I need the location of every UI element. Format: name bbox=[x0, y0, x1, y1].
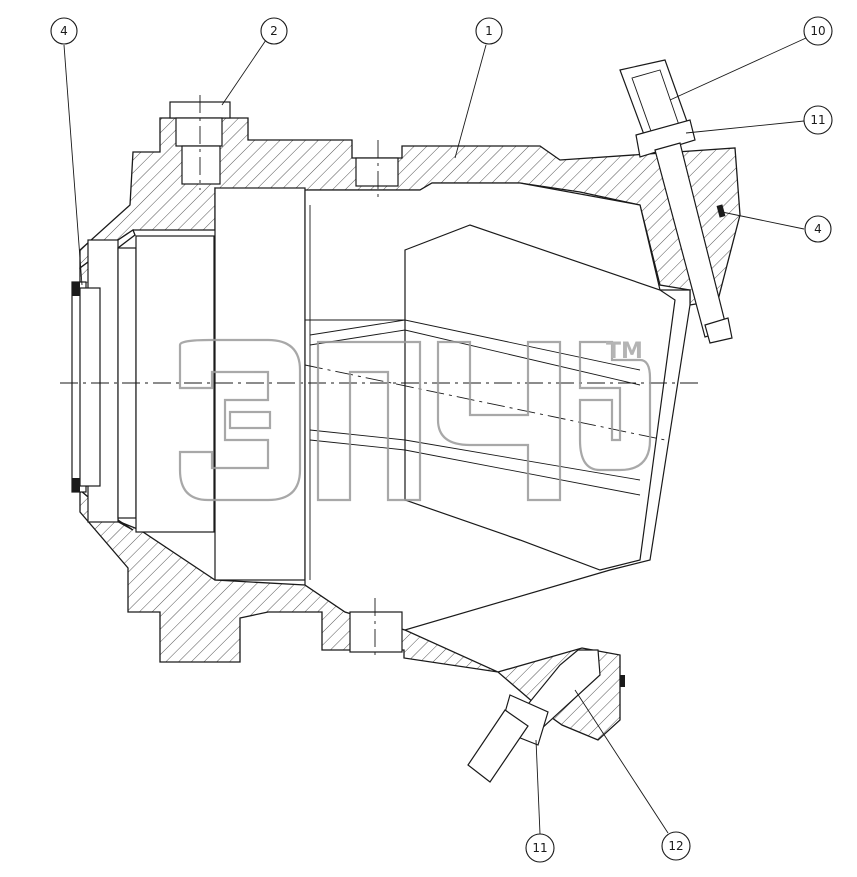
svg-text:4: 4 bbox=[814, 222, 822, 236]
callout-2: 2 bbox=[260, 17, 288, 45]
svg-text:10: 10 bbox=[810, 24, 825, 38]
callout-12: 12 bbox=[661, 831, 691, 861]
svg-text:11: 11 bbox=[810, 113, 825, 127]
watermark-logo: TM bbox=[178, 338, 652, 502]
svg-text:1: 1 bbox=[485, 24, 493, 38]
svg-text:4: 4 bbox=[60, 24, 68, 38]
callout-11-lower: 11 bbox=[525, 833, 555, 863]
svg-text:11: 11 bbox=[532, 841, 547, 855]
cylinder-block bbox=[214, 187, 306, 581]
watermark-trademark: TM bbox=[606, 339, 643, 364]
internal-components bbox=[71, 101, 691, 653]
bolt-head-lower bbox=[467, 709, 529, 783]
callouts: 4 2 1 10 11 4 bbox=[50, 16, 833, 863]
callout-4-left: 4 bbox=[50, 17, 78, 45]
callout-10: 10 bbox=[803, 16, 833, 46]
callout-1: 1 bbox=[475, 17, 503, 45]
svg-text:12: 12 bbox=[668, 839, 683, 853]
bearing bbox=[135, 235, 215, 533]
lower-bolt-assembly bbox=[467, 649, 625, 783]
svg-text:2: 2 bbox=[270, 24, 278, 38]
nut-11-upper bbox=[635, 119, 696, 158]
upper-bolt-assembly bbox=[619, 59, 733, 344]
callout-11-upper: 11 bbox=[803, 105, 833, 135]
swash-plate bbox=[404, 224, 676, 571]
callout-4-right: 4 bbox=[804, 215, 832, 243]
